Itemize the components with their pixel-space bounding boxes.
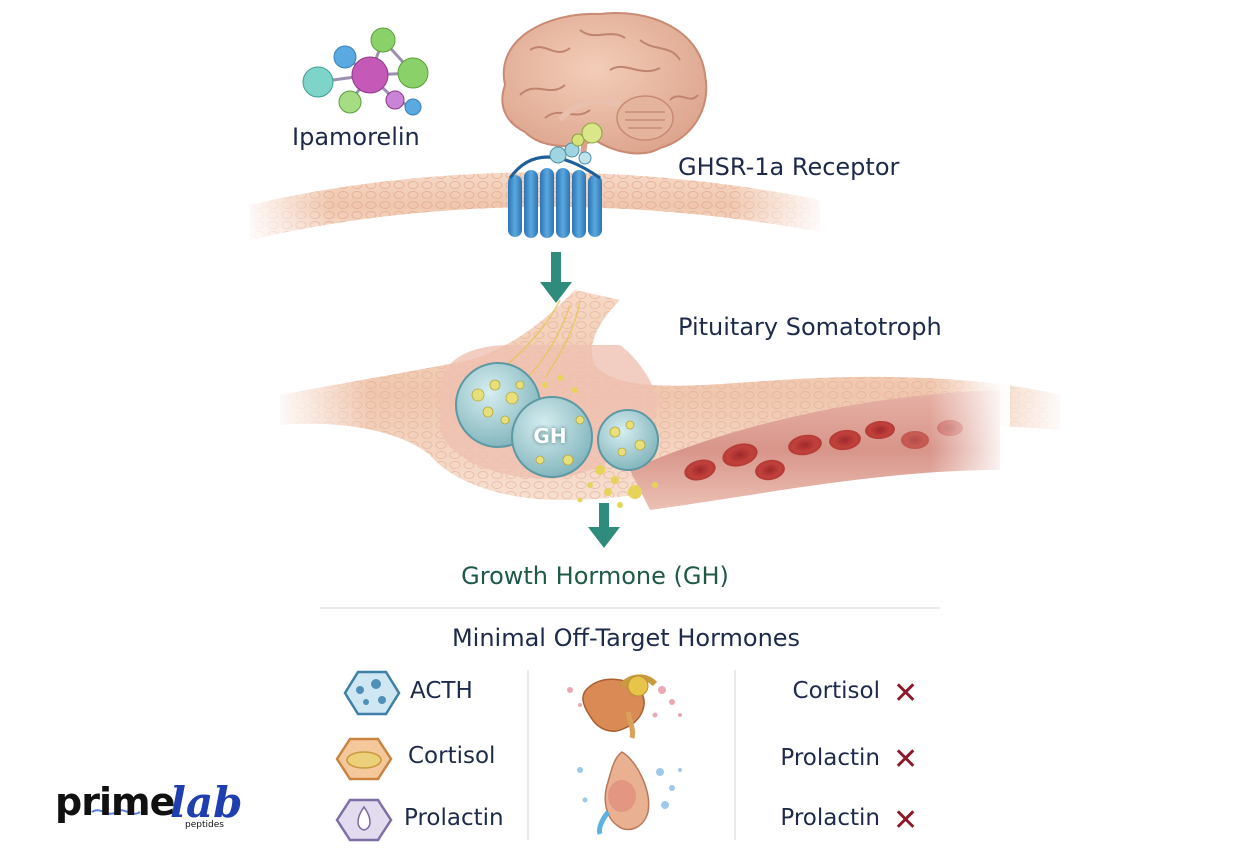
- cross-icon: ✕: [893, 803, 919, 838]
- signal-arrow-down-icon: [540, 252, 572, 303]
- ghsr-receptor-illustration: [508, 122, 603, 238]
- ipamorelin-molecule-icon: [302, 27, 429, 116]
- logo-wordmark-lab: lab: [170, 778, 243, 827]
- release-arrow-down-icon: [588, 503, 620, 548]
- prolactin-hexagon-icon: [335, 798, 393, 842]
- gh-granule-label: GH: [533, 424, 567, 448]
- acth-label: ACTH: [410, 678, 473, 704]
- brain-illustration: [501, 12, 708, 161]
- cross-icon: ✕: [893, 742, 919, 777]
- off-target-section-title: Minimal Off-Target Hormones: [451, 624, 801, 652]
- cortisol-hexagon-icon: [335, 737, 393, 781]
- adrenal-gland-illustration: [567, 674, 682, 739]
- logo-wordmark-prime: prime: [55, 780, 175, 824]
- prolactin-label: Prolactin: [404, 805, 504, 831]
- acth-hexagon-icon: [343, 670, 401, 716]
- pituitary-gland-illustration: [577, 751, 682, 835]
- growth-hormone-label: Growth Hormone (GH): [461, 562, 729, 590]
- blood-vessel-illustration: [630, 380, 1010, 510]
- cross-icon: ✕: [893, 676, 919, 711]
- logo-tagline: peptides: [185, 820, 224, 830]
- gh-granules: [455, 362, 659, 508]
- ipamorelin-label: Ipamorelin: [292, 123, 420, 151]
- primelab-logo: prime lab peptides: [55, 778, 255, 835]
- pituitary-label: Pituitary Somatotroph: [678, 313, 942, 341]
- prolactin-result-label: Prolactin: [780, 745, 880, 771]
- logo-wave-icon: [91, 809, 141, 815]
- receptor-label: GHSR-1a Receptor: [678, 153, 900, 181]
- cortisol-result-label: Cortisol: [792, 678, 880, 704]
- prolactin-result-label-2: Prolactin: [780, 805, 880, 831]
- cortisol-label: Cortisol: [408, 743, 496, 769]
